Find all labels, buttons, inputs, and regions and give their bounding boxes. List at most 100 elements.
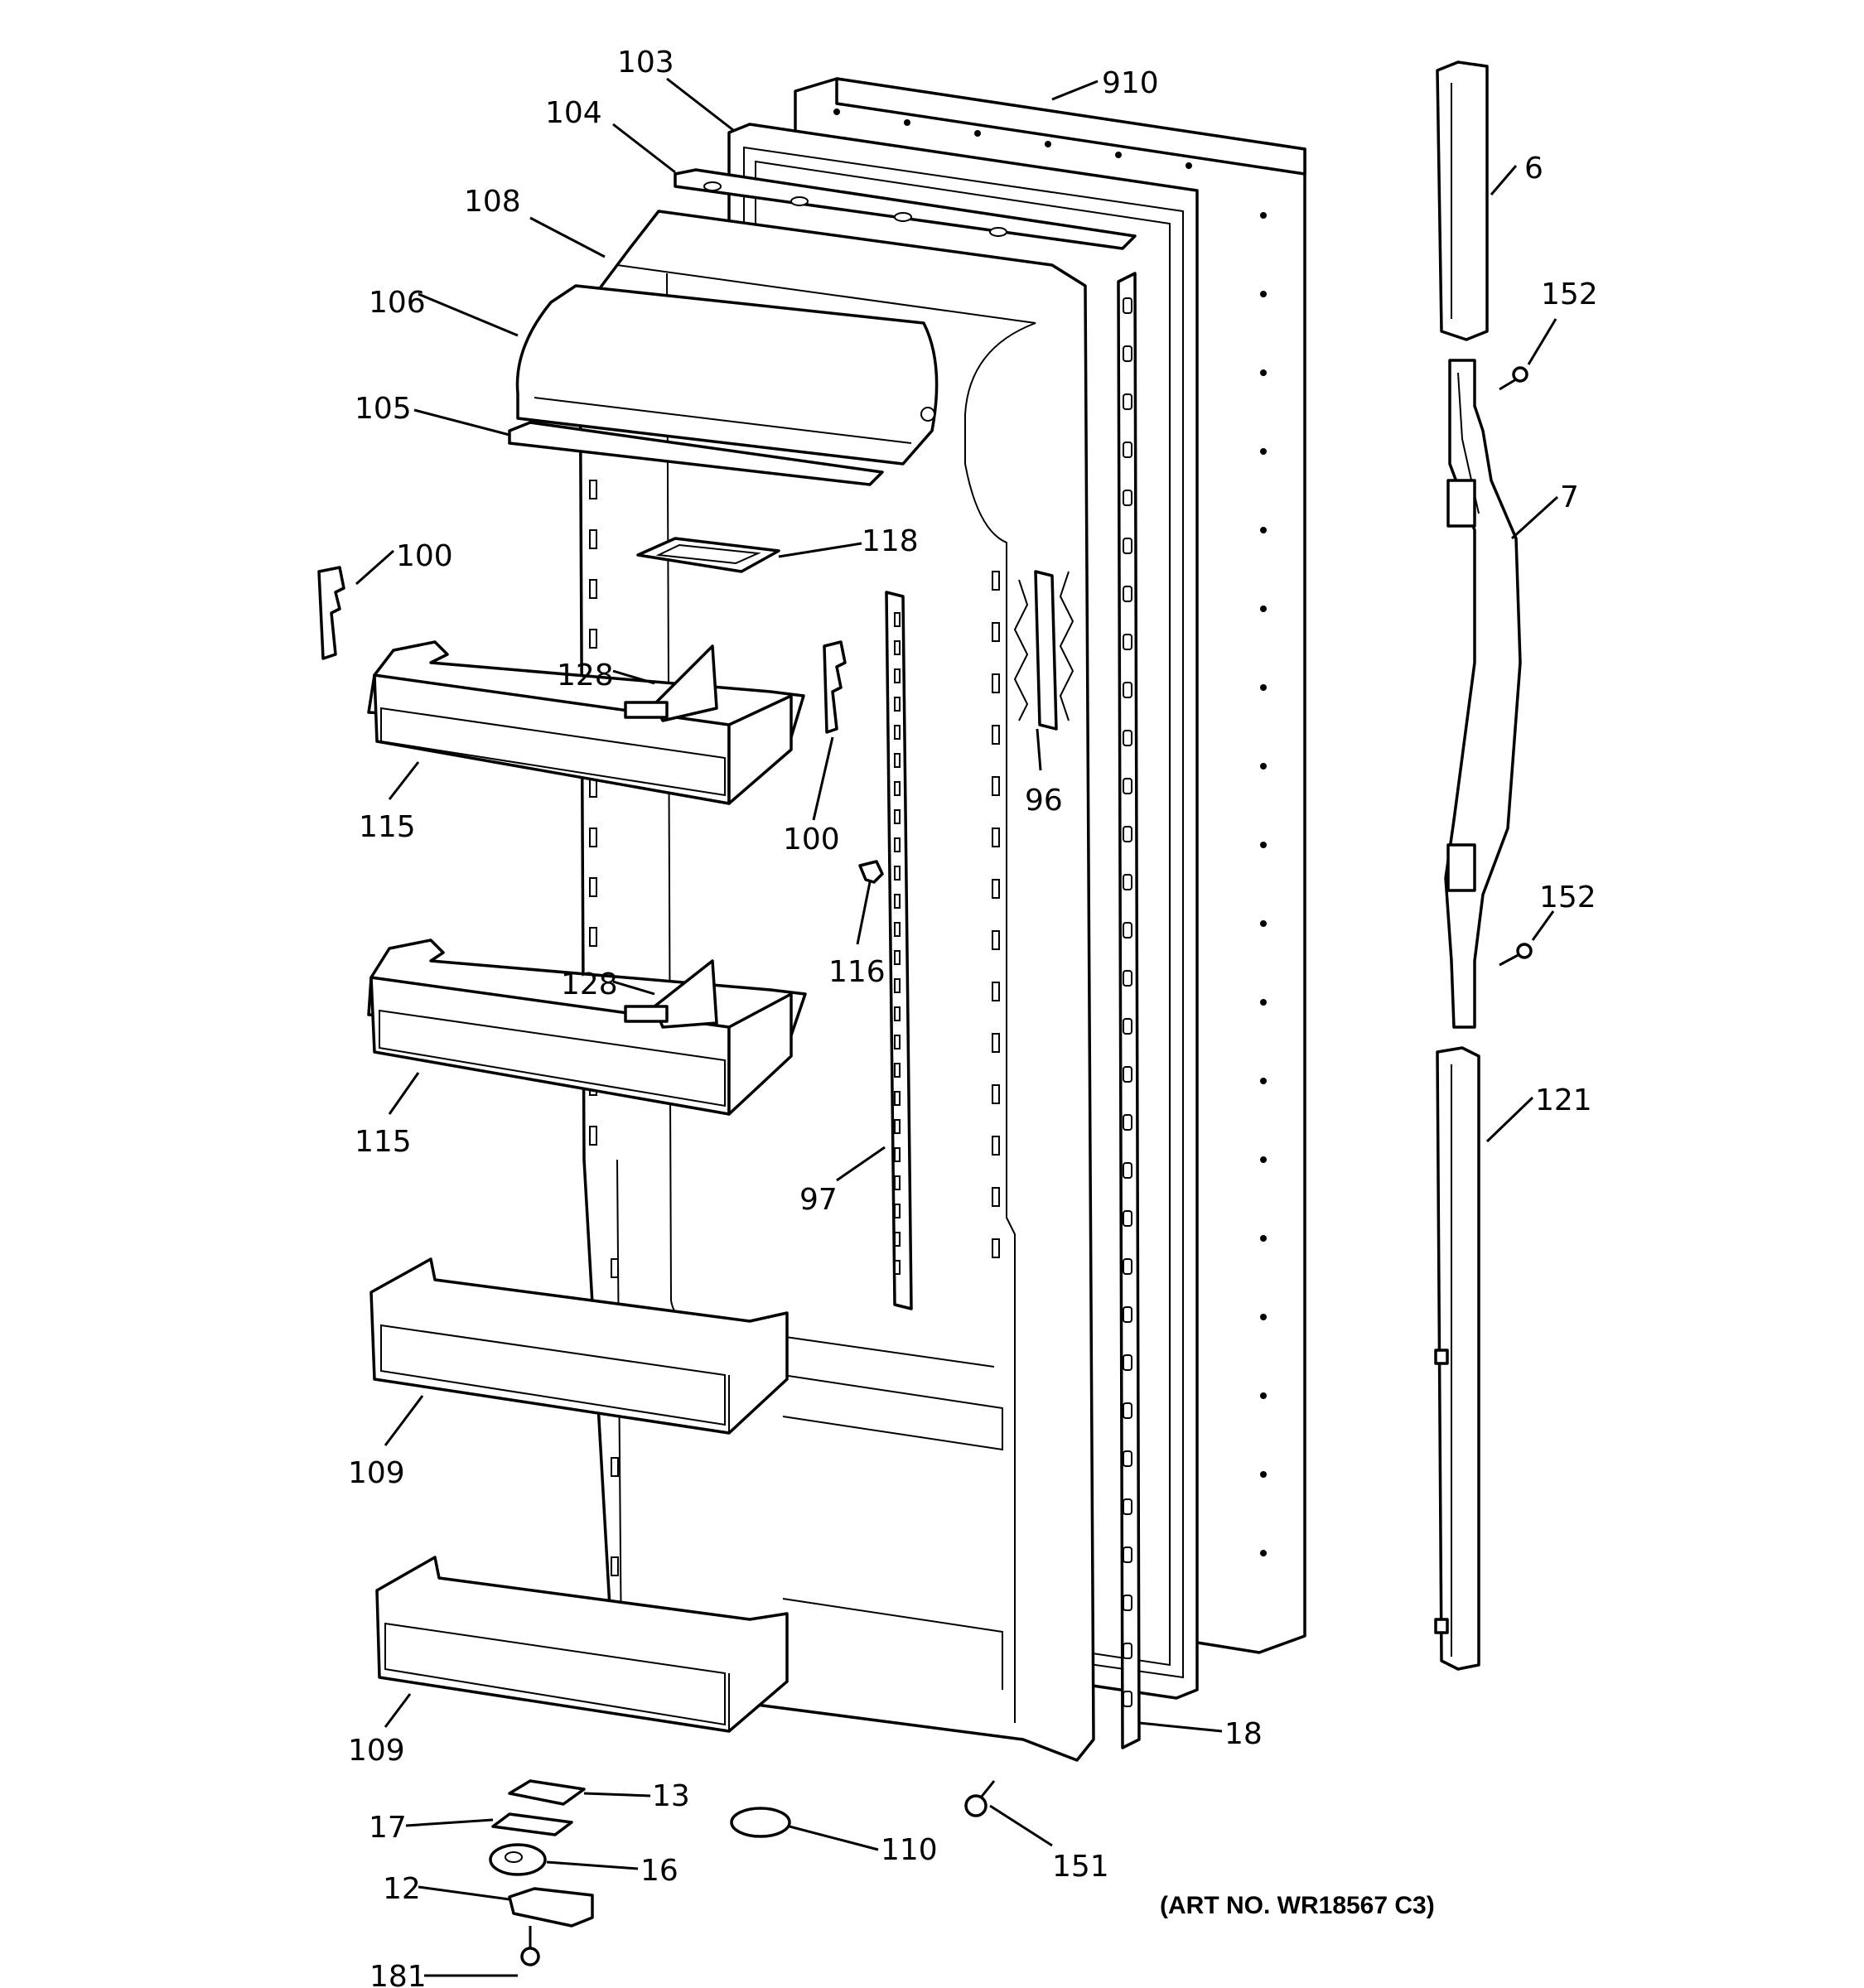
strip-hole <box>1123 490 1132 506</box>
rail-slot <box>894 612 901 627</box>
door-handle <box>1444 359 1522 1029</box>
bin-divider-middle <box>624 959 718 1029</box>
label-100-right: 100 <box>783 823 840 856</box>
hinge-bushing <box>489 1843 547 1876</box>
label-109-upper: 109 <box>348 1456 405 1490</box>
shelf-stop <box>858 860 884 884</box>
strip-hole <box>1123 1691 1132 1707</box>
label-128-upper: 128 <box>557 659 614 692</box>
rail-slot <box>894 640 901 655</box>
bin-divider-upper <box>624 644 718 722</box>
label-104: 104 <box>545 96 602 130</box>
liner-slot <box>992 930 1000 950</box>
rail-slot <box>894 837 901 852</box>
door-shelf-lower <box>375 1556 789 1733</box>
strip-hole <box>1123 1498 1132 1515</box>
strip-hole <box>1123 1162 1132 1179</box>
label-100-left: 100 <box>396 539 453 573</box>
door-shelf-upper <box>369 1257 789 1435</box>
gasket-top-strip <box>674 168 1137 250</box>
panel-dot <box>1260 369 1267 376</box>
label-106: 106 <box>369 286 426 320</box>
strip-hole <box>1123 1354 1132 1371</box>
liner-slot <box>589 927 597 947</box>
panel-dot <box>1260 606 1267 612</box>
strip-hole <box>1123 1546 1132 1563</box>
label-151: 151 <box>1052 1850 1109 1884</box>
label-6: 6 <box>1524 152 1543 186</box>
rail-slot <box>894 1232 901 1247</box>
strip-hole <box>1123 1643 1132 1659</box>
label-16: 16 <box>640 1854 678 1888</box>
strip-hole <box>1123 345 1132 362</box>
label-110: 110 <box>881 1833 938 1867</box>
handle-screw-top <box>1499 366 1528 391</box>
liner-slot <box>589 629 597 649</box>
strip-hole <box>1123 730 1132 746</box>
liner-slot <box>589 877 597 897</box>
rail-slot <box>894 1147 901 1162</box>
rail-slot <box>894 1204 901 1218</box>
shelf-clip-left <box>317 566 345 660</box>
label-holder <box>636 537 780 573</box>
dairy-compartment-base <box>508 421 884 486</box>
panel-dot <box>833 109 840 115</box>
label-115-upper: 115 <box>359 810 416 844</box>
label-108: 108 <box>464 185 521 219</box>
liner-slot <box>992 1084 1000 1104</box>
hinge-side-strip <box>1117 272 1141 1749</box>
label-7: 7 <box>1560 480 1579 514</box>
label-910: 910 <box>1102 66 1159 100</box>
panel-dot <box>1260 842 1267 848</box>
strip-hole <box>1123 1210 1132 1227</box>
hinge-screw <box>964 1780 996 1817</box>
rail-slot <box>894 1091 901 1106</box>
rail-slot <box>894 809 901 824</box>
strip-hole <box>1123 874 1132 890</box>
rail-slot <box>894 950 901 965</box>
strip-hole <box>1123 682 1132 698</box>
label-115-middle: 115 <box>355 1125 412 1159</box>
panel-dot <box>1260 763 1267 770</box>
rail-slot <box>894 781 901 796</box>
rail-slot <box>894 978 901 993</box>
strip-hole <box>1123 393 1132 410</box>
label-13: 13 <box>652 1779 690 1813</box>
rail-slot <box>894 1119 901 1134</box>
rail-slot <box>894 697 901 712</box>
liner-slot <box>589 1126 597 1146</box>
hinge-spring <box>491 1812 573 1836</box>
panel-dot <box>1260 291 1267 297</box>
liner-slot <box>992 1033 1000 1053</box>
hinge-shim <box>508 1779 586 1806</box>
strip-hole <box>1123 1402 1132 1419</box>
label-18: 18 <box>1224 1717 1263 1751</box>
strip-hole <box>1123 1450 1132 1467</box>
panel-dot <box>1260 684 1267 691</box>
hinge-cap <box>730 1807 791 1838</box>
liner-slot <box>992 1187 1000 1207</box>
rail-slot <box>894 922 901 937</box>
liner-slot <box>992 725 1000 745</box>
panel-dot <box>1260 448 1267 455</box>
liner-slot <box>992 982 1000 1001</box>
liner-slot <box>992 776 1000 796</box>
label-109-lower: 109 <box>348 1734 405 1768</box>
strip-hole <box>1123 634 1132 650</box>
rail-slot <box>894 753 901 768</box>
strip-hole <box>1123 442 1132 458</box>
label-181: 181 <box>369 1960 427 1988</box>
rail-slot <box>894 1006 901 1021</box>
liner-slot <box>992 622 1000 642</box>
liner-slot <box>992 828 1000 847</box>
label-152-top: 152 <box>1541 277 1598 311</box>
label-17: 17 <box>369 1811 407 1845</box>
rail-slot <box>894 725 901 740</box>
liner-slot <box>611 1556 619 1576</box>
panel-dot <box>1260 1471 1267 1478</box>
handle-trim-bottom <box>1434 1046 1480 1671</box>
panel-dot <box>1260 1392 1267 1399</box>
shelf-support-rail <box>885 591 913 1310</box>
strip-hole <box>1123 1258 1132 1275</box>
